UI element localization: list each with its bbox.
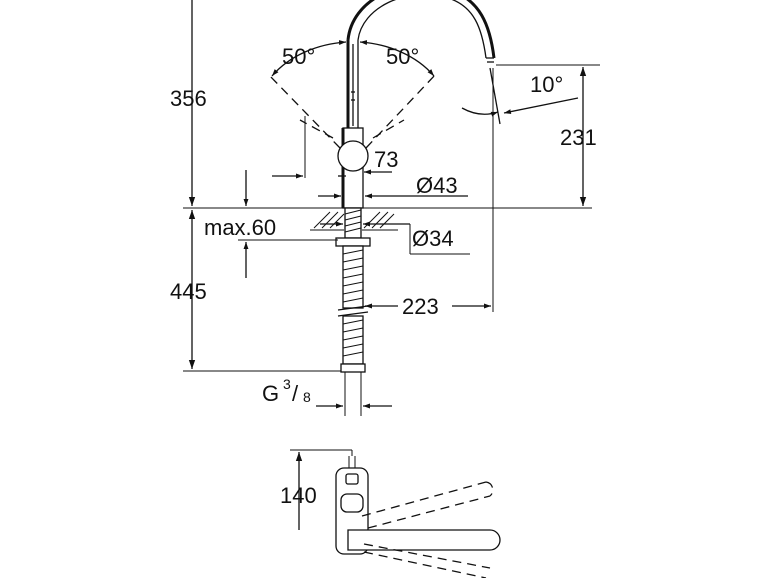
label-top-view-depth: 140 — [280, 483, 317, 508]
supply-hoses — [337, 245, 369, 416]
label-spout-angle: 10° — [530, 72, 563, 97]
label-hole-diameter: Ø34 — [412, 226, 454, 251]
dimension-spout-angle — [461, 67, 579, 125]
label-spout-reach: 223 — [402, 294, 439, 319]
reference-lines — [183, 64, 600, 372]
label-thread-numerator: 3 — [283, 376, 291, 392]
label-thread-prefix: G — [262, 381, 279, 406]
label-max-deck-thickness: max.60 — [204, 215, 276, 240]
dimension-diameter-34 — [320, 221, 470, 255]
label-body-diameter: Ø43 — [416, 173, 458, 198]
dimension-swivel-angles — [271, 40, 435, 77]
dimension-max-60 — [238, 170, 338, 278]
dimension-73 — [272, 116, 392, 179]
faucet-top-view — [290, 449, 501, 578]
label-swivel-right: 50° — [386, 44, 419, 69]
label-swivel-left: 50° — [282, 44, 315, 69]
label-below-deck-length: 445 — [170, 279, 207, 304]
label-spout-height: 231 — [560, 125, 597, 150]
deck-mounting — [310, 207, 398, 247]
label-thread-denominator: 8 — [303, 389, 311, 405]
faucet-side-view — [267, 0, 496, 209]
label-thread-slash: / — [292, 381, 299, 406]
label-body-offset: 73 — [374, 147, 398, 172]
label-height-above-deck: 356 — [170, 86, 207, 111]
